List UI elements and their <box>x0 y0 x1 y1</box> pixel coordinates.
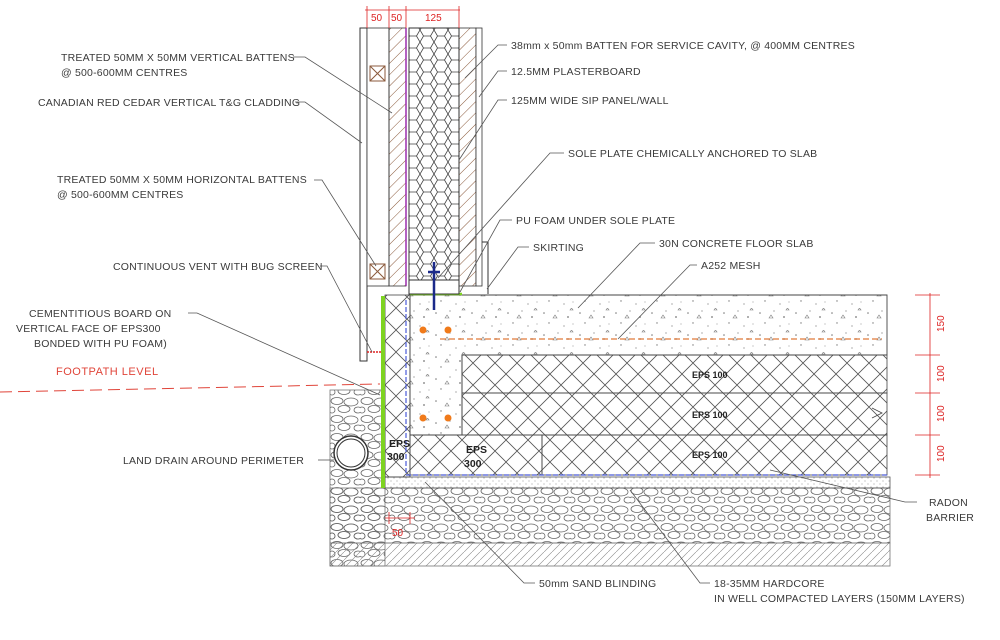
side-dimensions <box>915 293 940 478</box>
dim-layer-3: 100 <box>936 445 947 462</box>
top-dimensions <box>365 6 460 28</box>
dim-top-3: 125 <box>425 13 442 24</box>
eps300-b-label-2: 300 <box>464 458 482 470</box>
label-pu-foam: PU FOAM UNDER SOLE PLATE <box>516 215 675 227</box>
label-hardcore-2: IN WELL COMPACTED LAYERS (150MM LAYERS) <box>714 593 965 605</box>
eps300-layer-bottom <box>409 434 543 476</box>
label-plasterboard: 12.5MM PLASTERBOARD <box>511 66 641 78</box>
label-sip-panel: 125MM WIDE SIP PANEL/WALL <box>511 95 669 107</box>
label-cladding: CANADIAN RED CEDAR VERTICAL T&G CLADDING <box>38 97 300 109</box>
footpath-level-label: FOOTPATH LEVEL <box>56 366 159 378</box>
label-land-drain: LAND DRAIN AROUND PERIMETER <box>123 455 304 467</box>
label-skirting: SKIRTING <box>533 242 584 254</box>
label-horizontal-battens-1: TREATED 50MM X 50MM HORIZONTAL BATTENS <box>57 174 307 186</box>
dim-bottom: 50 <box>392 528 404 539</box>
label-cementitious-2: VERTICAL FACE OF EPS300 <box>16 323 161 335</box>
level-arrow <box>871 407 883 419</box>
cementitious-board <box>381 296 385 488</box>
label-radon-1: RADON <box>929 497 968 509</box>
sand-blinding <box>384 476 891 489</box>
label-vent: CONTINUOUS VENT WITH BUG SCREEN <box>113 261 323 273</box>
ground-hardcore <box>329 389 891 567</box>
label-sand: 50mm SAND BLINDING <box>539 578 656 590</box>
label-cementitious-3: BONDED WITH PU FOAM) <box>34 338 167 350</box>
eps100-layer-top <box>461 354 888 394</box>
dim-slab: 150 <box>936 315 947 332</box>
label-service-batten: 38mm x 50mm BATTEN FOR SERVICE CAVITY, @… <box>511 40 855 52</box>
land-drain-pipe <box>333 435 369 471</box>
rebar-dots <box>419 326 452 422</box>
label-cementitious-1: CEMENTITIOUS BOARD ON <box>29 308 171 320</box>
eps300-a-label-1: EPS <box>389 438 410 450</box>
dim-top-2: 50 <box>391 13 403 24</box>
bottom-dimension <box>385 512 415 524</box>
eps300-b-label-1: EPS <box>466 444 487 456</box>
dim-top-1: 50 <box>371 13 383 24</box>
footpath-level-line <box>0 383 381 393</box>
eps100-top-label: EPS 100 <box>692 370 728 380</box>
label-slab: 30N CONCRETE FLOOR SLAB <box>659 238 814 250</box>
dim-layer-1: 100 <box>936 365 947 382</box>
dim-layer-2: 100 <box>936 405 947 422</box>
label-hardcore-1: 18-35MM HARDCORE <box>714 578 825 590</box>
wall-assembly <box>359 27 489 362</box>
label-vertical-battens-2: @ 500-600MM CENTRES <box>61 67 188 79</box>
eps100-layer-mid <box>461 392 888 436</box>
eps300-a-label-2: 300 <box>387 451 405 463</box>
label-horizontal-battens-2: @ 500-600MM CENTRES <box>57 189 184 201</box>
eps100-layer-bottom <box>541 434 888 476</box>
eps100-mid-label: EPS 100 <box>692 410 728 420</box>
leader-lines <box>188 44 917 584</box>
radon-barrier-line <box>405 300 887 476</box>
label-radon-2: BARRIER <box>926 512 974 524</box>
label-sole-plate: SOLE PLATE CHEMICALLY ANCHORED TO SLAB <box>568 148 817 160</box>
label-vertical-battens-1: TREATED 50MM X 50MM VERTICAL BATTENS <box>61 52 295 64</box>
chemical-anchor <box>428 262 440 310</box>
label-mesh: A252 MESH <box>701 260 761 272</box>
eps100-bot-label: EPS 100 <box>692 450 728 460</box>
